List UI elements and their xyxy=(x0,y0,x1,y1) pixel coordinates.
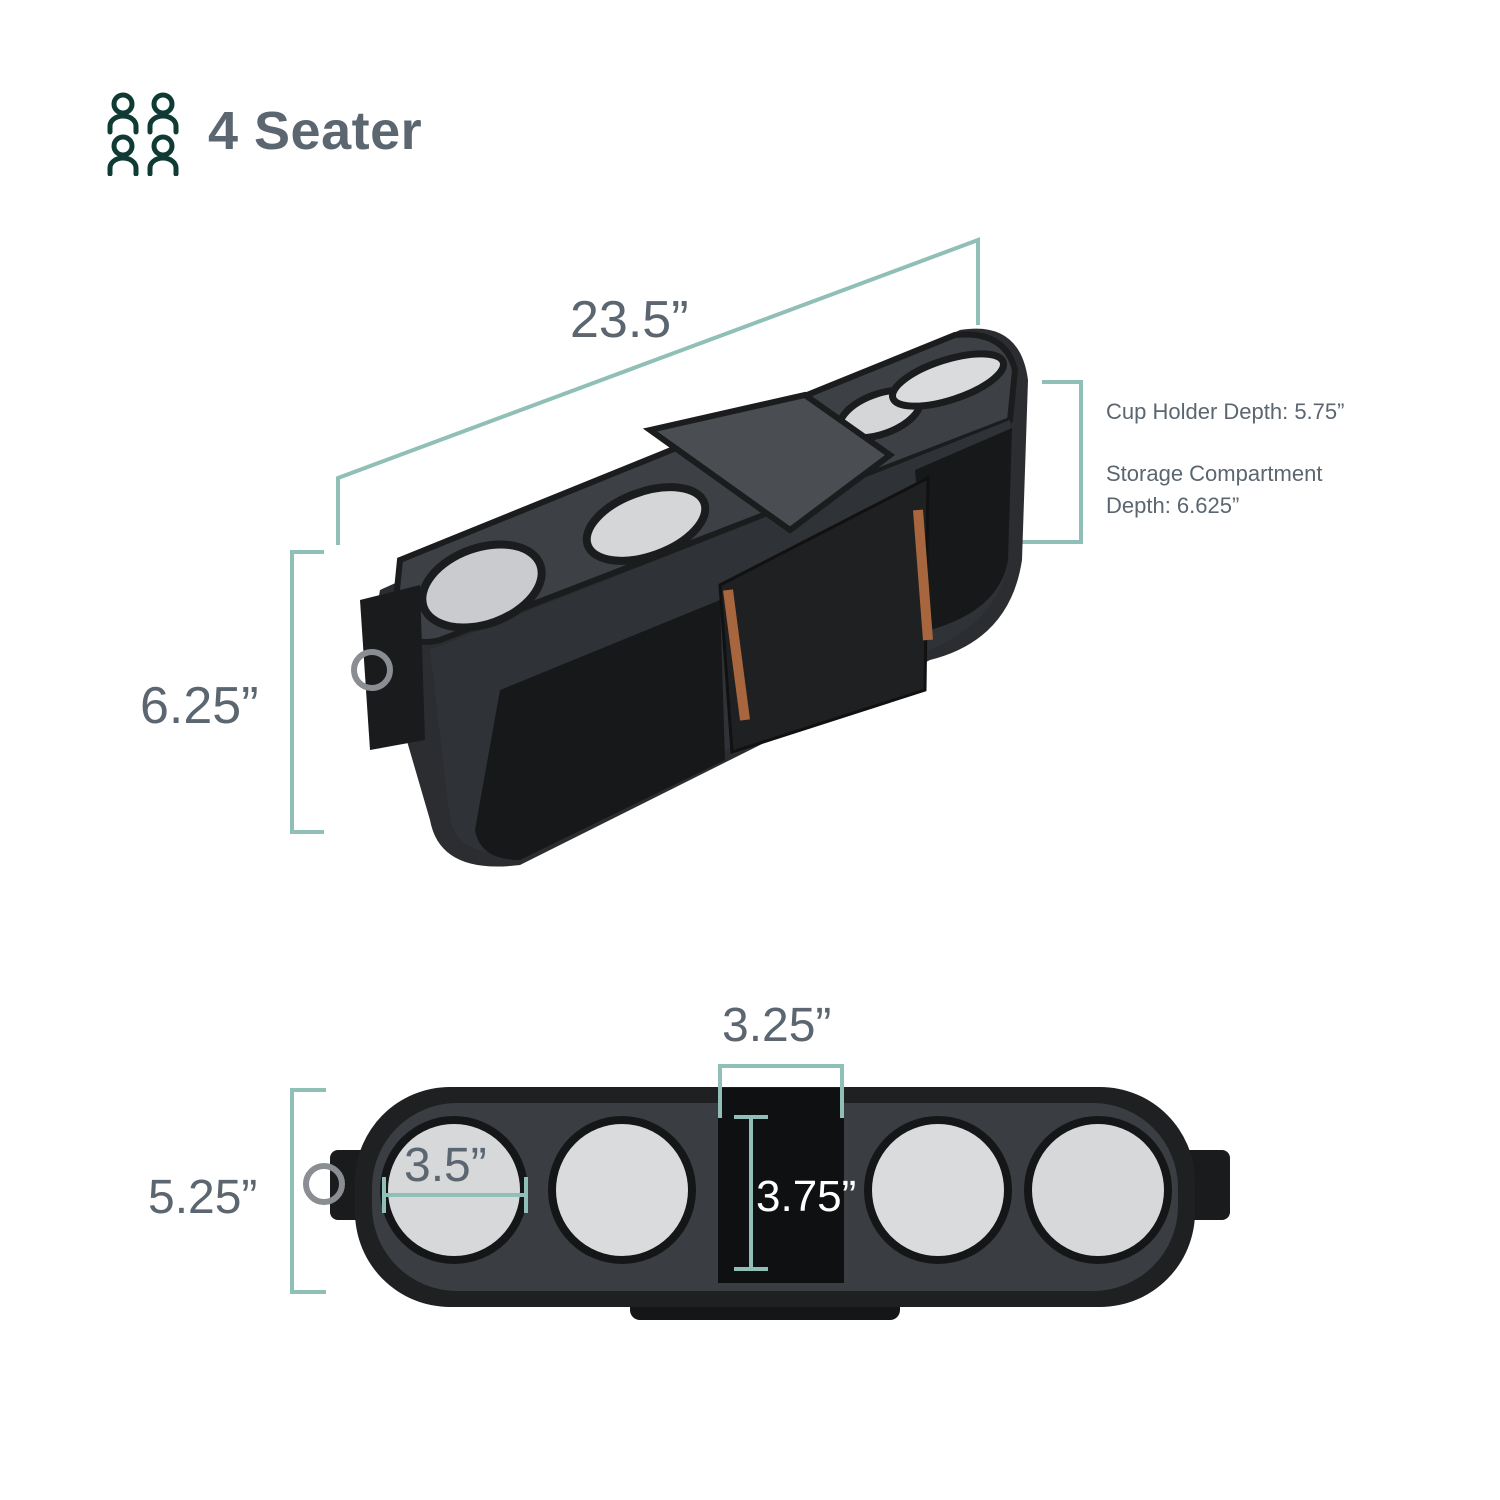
storage-depth-note-line1: Storage Compartment xyxy=(1106,461,1323,486)
compartment-width-label: 3.25” xyxy=(722,999,832,1052)
height-dimension-label: 6.25” xyxy=(140,677,259,735)
cup-diameter-label: 3.5” xyxy=(404,1139,487,1192)
cup-holder-depth-note: Cup Holder Depth: 5.75” xyxy=(1106,399,1345,424)
page-title: 4 Seater xyxy=(208,101,423,161)
length-dimension-label: 23.5” xyxy=(570,291,689,349)
storage-depth-note-line2: Depth: 6.625” xyxy=(1106,493,1240,518)
width-dimension-label: 5.25” xyxy=(148,1171,258,1224)
compartment-length-label: 3.75” xyxy=(756,1172,857,1221)
four-people-icon xyxy=(104,92,184,176)
